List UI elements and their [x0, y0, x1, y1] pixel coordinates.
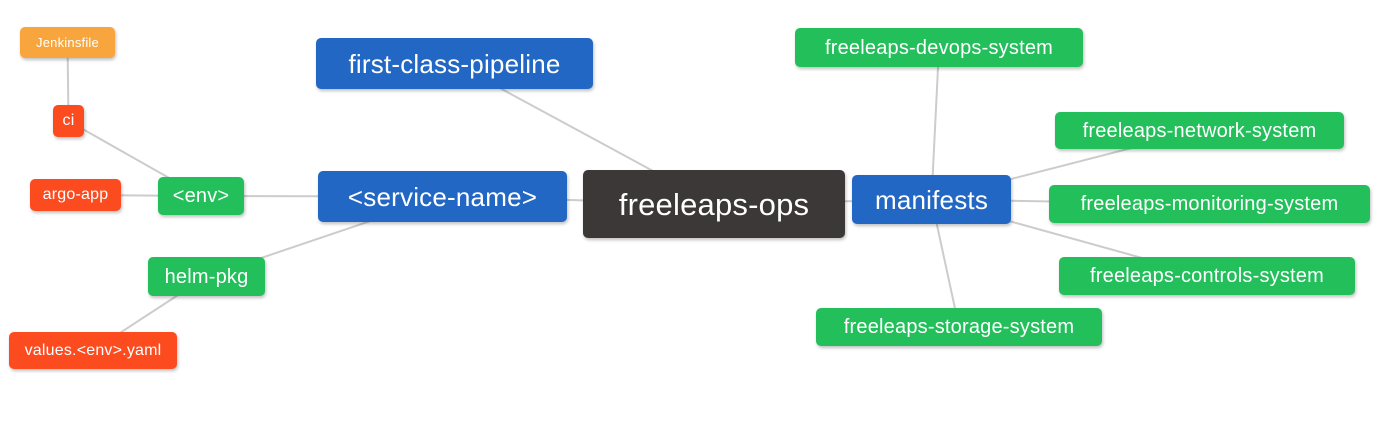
mindmap-node-ci[interactable]: ci [53, 105, 84, 137]
mindmap-node-manifests[interactable]: manifests [852, 175, 1011, 224]
mindmap-node-argo-app[interactable]: argo-app [30, 179, 121, 211]
mindmap-node-jenkinsfile[interactable]: Jenkinsfile [20, 27, 115, 58]
mindmap-node-env[interactable]: <env> [158, 177, 244, 215]
mindmap-node-monitoring-system[interactable]: freeleaps-monitoring-system [1049, 185, 1370, 223]
mindmap-node-freeleaps-ops[interactable]: freeleaps-ops [583, 170, 845, 238]
mindmap-node-controls-system[interactable]: freeleaps-controls-system [1059, 257, 1355, 295]
mindmap-node-devops-system[interactable]: freeleaps-devops-system [795, 28, 1083, 67]
mindmap-node-network-system[interactable]: freeleaps-network-system [1055, 112, 1344, 149]
mindmap-node-service-name[interactable]: <service-name> [318, 171, 567, 222]
edge-manifests-devops-system [930, 47, 940, 200]
mindmap-node-helm-pkg[interactable]: helm-pkg [148, 257, 265, 296]
mindmap-node-first-class-pipeline[interactable]: first-class-pipeline [316, 38, 593, 89]
mindmap-node-values-env-yaml[interactable]: values.<env>.yaml [9, 332, 177, 369]
mindmap-node-storage-system[interactable]: freeleaps-storage-system [816, 308, 1102, 346]
